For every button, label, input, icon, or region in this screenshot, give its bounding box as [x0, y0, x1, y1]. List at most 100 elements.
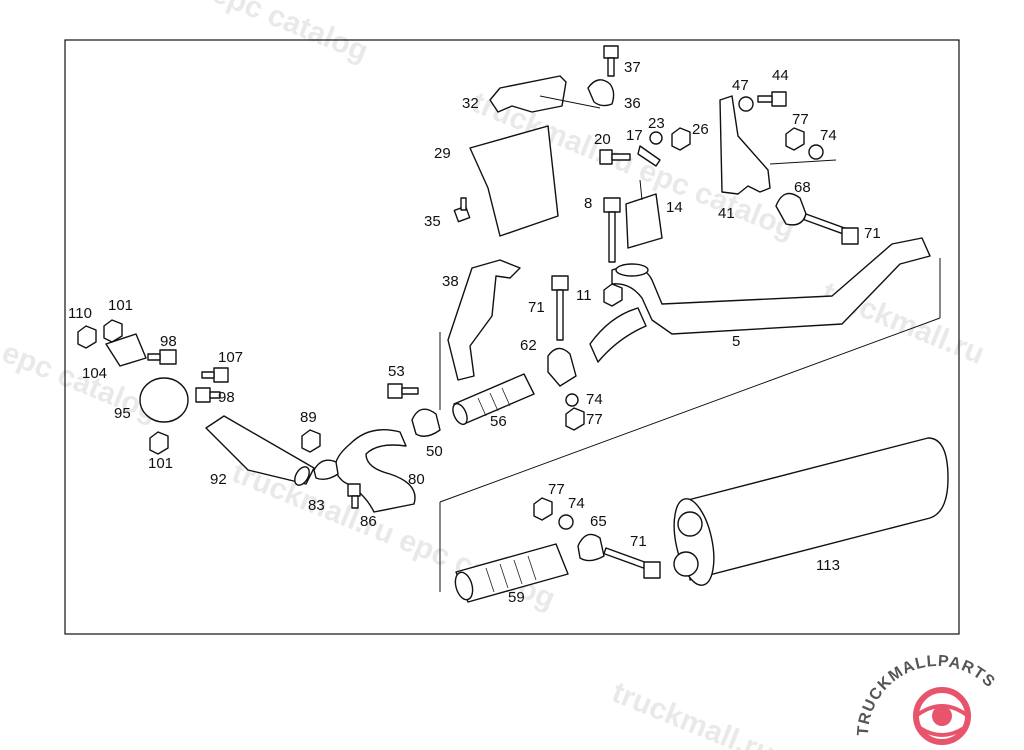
flex-pipe-80	[334, 429, 416, 513]
bolt-37	[603, 45, 619, 77]
label-113: 113	[816, 557, 840, 574]
watermark-layer: epc catalog truckmall.ru epc catalog tru…	[0, 0, 989, 750]
label-20: 20	[594, 131, 611, 148]
bracket-104	[105, 333, 147, 367]
label-86: 86	[360, 513, 377, 530]
label-38: 38	[442, 273, 459, 290]
label-37: 37	[624, 59, 641, 76]
label-11: 11	[576, 287, 592, 304]
label-14: 14	[666, 199, 683, 216]
label-74-upper: 74	[820, 127, 837, 144]
diagram-frame	[64, 39, 960, 635]
bolt-98-upper	[147, 349, 177, 365]
label-50: 50	[426, 443, 443, 460]
clip-17	[637, 145, 661, 167]
label-77-middle: 77	[586, 411, 603, 428]
label-101-upper: 101	[108, 297, 133, 314]
nut-11	[603, 283, 623, 307]
label-47: 47	[732, 77, 749, 94]
heat-shield-29	[469, 125, 559, 237]
parts-drawing	[77, 45, 949, 603]
label-98-lower: 98	[218, 389, 235, 406]
washer-74-upper	[808, 144, 824, 160]
label-83: 83	[308, 497, 325, 514]
nut-77-middle	[565, 407, 585, 431]
label-53: 53	[388, 363, 405, 380]
label-59: 59	[508, 589, 525, 606]
label-71-lower: 71	[630, 533, 647, 550]
label-17: 17	[626, 127, 643, 144]
label-44: 44	[772, 67, 789, 84]
bolt-8	[603, 197, 621, 263]
label-5: 5	[732, 333, 740, 350]
washer-23	[649, 131, 663, 145]
truckmall-logo: TRUCKMALLPARTS	[855, 653, 997, 745]
lower-assembly-guide	[439, 258, 941, 592]
bracket-32	[489, 75, 567, 113]
label-62: 62	[520, 337, 537, 354]
nut-101-upper	[103, 319, 123, 343]
bolt-71-upper	[803, 213, 859, 245]
label-29: 29	[434, 145, 451, 162]
label-95: 95	[114, 405, 131, 422]
label-65: 65	[590, 513, 607, 530]
label-107: 107	[218, 349, 243, 366]
hanger-95	[139, 377, 189, 423]
clamp-62	[547, 347, 577, 387]
label-77-lower: 77	[548, 481, 565, 498]
washer-47	[738, 96, 754, 112]
label-80: 80	[408, 471, 425, 488]
label-8: 8	[584, 195, 592, 212]
label-26: 26	[692, 121, 709, 138]
washer-74-lower	[558, 514, 574, 530]
bolt-71-middle	[551, 275, 569, 341]
label-77-upper: 77	[792, 111, 809, 128]
bolt-44	[757, 91, 787, 107]
label-35: 35	[424, 213, 441, 230]
label-92: 92	[210, 471, 227, 488]
bolt-35	[453, 197, 471, 223]
label-104: 104	[82, 365, 107, 382]
watermark-1: epc catalog	[207, 0, 372, 68]
label-36: 36	[624, 95, 641, 112]
label-101-lower: 101	[148, 455, 173, 472]
bracket-41	[719, 95, 771, 195]
label-23: 23	[648, 115, 665, 132]
part-labels: 37 36 32 29 35 20 17 23 26 47 44 77 74 8…	[68, 59, 881, 606]
label-74-lower: 74	[568, 495, 585, 512]
tailpipe-92	[205, 415, 315, 485]
label-74-middle: 74	[586, 391, 603, 408]
label-71-middle: 71	[528, 299, 545, 316]
muffler-113	[673, 437, 949, 586]
label-110: 110	[68, 305, 92, 322]
bracket-38	[447, 259, 521, 381]
clamp-65	[577, 533, 605, 562]
nut-77-upper	[785, 127, 805, 151]
label-71-upper: 71	[864, 225, 881, 242]
bolt-86	[347, 483, 361, 509]
gear-icon	[913, 687, 971, 745]
label-56: 56	[490, 413, 507, 430]
label-98-upper: 98	[160, 333, 177, 350]
nut-26	[671, 127, 691, 151]
watermark-6: truckmall.ru	[607, 676, 779, 750]
nut-101-lower	[149, 431, 169, 455]
nut-77-lower	[533, 497, 553, 521]
bolt-71-lower	[603, 547, 661, 579]
label-89: 89	[300, 409, 317, 426]
label-32: 32	[462, 95, 479, 112]
clamp-83	[313, 459, 339, 481]
label-68: 68	[794, 179, 811, 196]
bolt-98-lower	[195, 387, 221, 403]
nut-89	[301, 429, 321, 453]
nut-110	[77, 325, 97, 349]
washer-74-middle	[565, 393, 579, 407]
bolt-20	[599, 149, 631, 165]
bolt-107	[201, 367, 229, 383]
label-41: 41	[718, 205, 735, 222]
bracket-14	[625, 193, 663, 249]
sleeve-59	[454, 543, 569, 603]
sleeve-56	[452, 373, 535, 426]
clamp-50	[411, 408, 441, 437]
